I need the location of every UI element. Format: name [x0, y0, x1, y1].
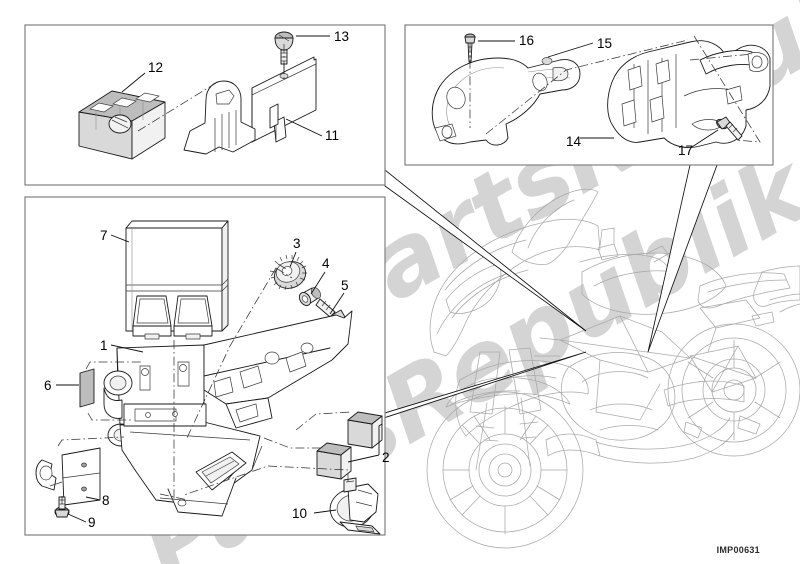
callout-15: 15	[597, 36, 612, 51]
callout-10: 10	[292, 506, 307, 521]
callout-8: 8	[102, 493, 110, 508]
callout-4: 4	[322, 256, 330, 271]
top-left-panel	[24, 24, 386, 186]
callout-14: 14	[566, 134, 582, 149]
assembly-line	[689, 53, 753, 61]
part-14-airbox-support	[607, 40, 771, 149]
pointer-top-right	[647, 164, 718, 353]
part-2-relays	[316, 411, 383, 480]
assembly-line	[159, 493, 189, 501]
part-10-horn	[329, 477, 381, 535]
part-17-screw	[716, 116, 743, 141]
callout-11: 11	[325, 128, 339, 143]
part-4-bushing	[298, 287, 321, 306]
part-12-connector-block	[78, 90, 166, 160]
part-15-air-duct	[431, 57, 581, 146]
callouts-top-right: 16 15 14 17	[478, 33, 719, 158]
callout-17: 17	[678, 143, 693, 158]
assembly-line	[183, 465, 349, 496]
callout-9: 9	[88, 515, 96, 530]
callout-12: 12	[148, 60, 163, 75]
assembly-line	[295, 411, 353, 431]
assembly-line	[185, 267, 277, 441]
bike-body	[426, 188, 800, 549]
callout-13: 13	[334, 29, 349, 44]
callout-16: 16	[519, 33, 534, 48]
assembly-line	[263, 437, 324, 449]
callout-2: 2	[382, 450, 390, 465]
assembly-line	[485, 39, 689, 135]
pointer-top-left	[384, 169, 587, 332]
callout-3: 3	[293, 236, 301, 251]
assembly-line	[275, 263, 293, 279]
assembly-line	[85, 361, 142, 370]
part-16-screw	[464, 33, 476, 63]
part-11-heat-guard	[183, 56, 317, 155]
part-8-bracket	[35, 447, 101, 506]
assembly-line	[57, 436, 125, 447]
document-id: IMP00631	[717, 545, 760, 555]
callout-7: 7	[100, 228, 108, 243]
part-9-screw	[54, 496, 70, 518]
part-1-battery-tray	[103, 310, 353, 517]
assembly-line	[137, 82, 217, 132]
part-7-ecu-module	[125, 220, 229, 340]
part-6-rubber-pad	[79, 368, 95, 408]
callout-5: 5	[341, 278, 349, 293]
assembly-line	[87, 412, 132, 421]
callouts-top-left: 12 13 11	[121, 29, 349, 143]
assembly-line	[693, 35, 761, 143]
callout-6: 6	[44, 378, 52, 393]
callouts-bottom-left: 7 3 4 5 1 6 8 9 2 10	[44, 228, 390, 530]
callout-1: 1	[100, 338, 108, 353]
